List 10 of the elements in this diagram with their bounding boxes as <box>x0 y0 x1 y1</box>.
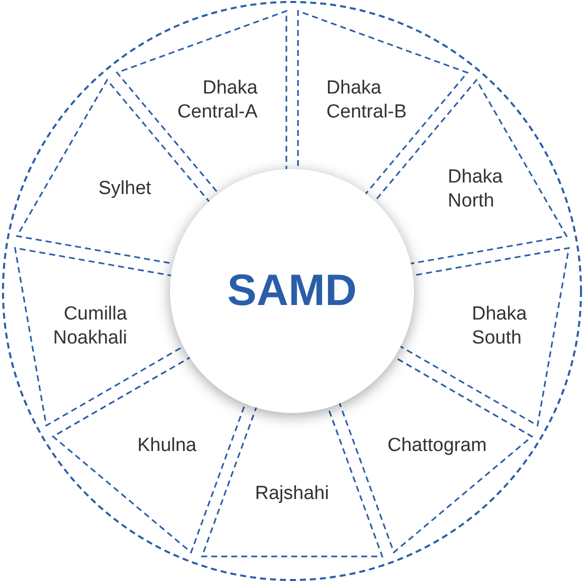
region-label: Dhaka North <box>448 166 504 214</box>
region-label: Cumilla Noakhali <box>52 302 128 350</box>
region-label: Dhaka South <box>472 302 528 350</box>
region-label: Dhaka Central-B <box>326 76 408 124</box>
region-label: Dhaka Central-A <box>176 76 258 124</box>
region-label: Khulna <box>136 434 196 458</box>
region-label: Sylhet <box>97 178 152 202</box>
center-label: SAMD <box>227 266 357 316</box>
region-label: Rajshahi <box>254 482 330 506</box>
region-label: Chattogram <box>387 434 488 458</box>
